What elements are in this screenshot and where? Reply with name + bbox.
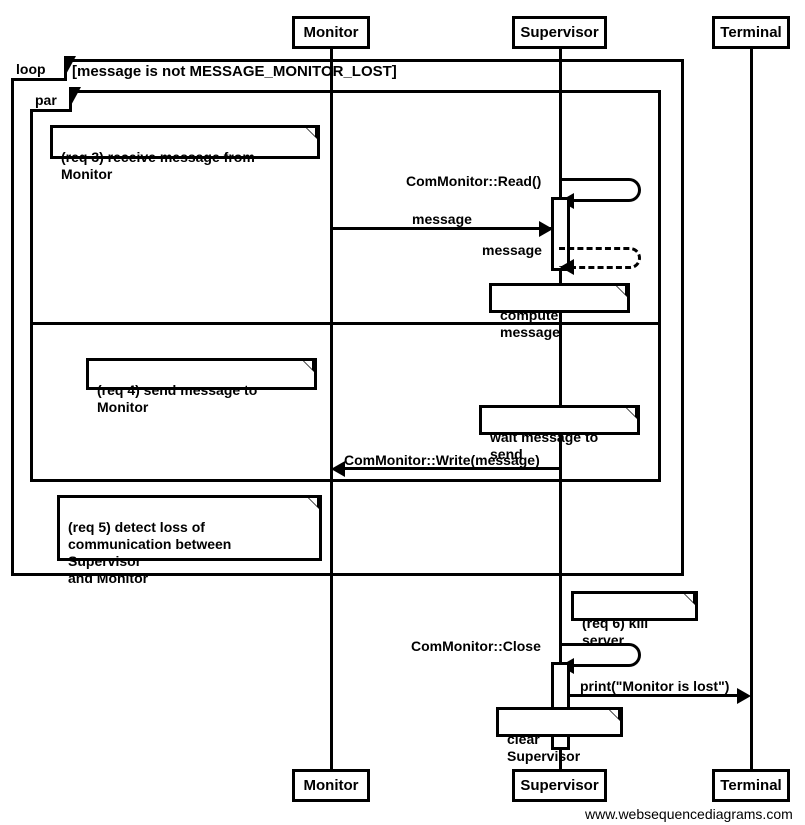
message-in-line	[331, 227, 553, 230]
note-fold-inner-icon	[685, 594, 693, 602]
arrow-head-print	[737, 688, 751, 704]
lifeline-monitor	[330, 48, 333, 770]
fragment-loop-tab: loop	[11, 56, 76, 81]
fragment-par	[30, 90, 661, 482]
fragment-par-operator-label: par	[35, 91, 57, 108]
arrow-head-message-return	[560, 259, 574, 275]
lifeline-terminal	[750, 48, 753, 770]
message-print-label: print("Monitor is lost")	[580, 678, 730, 694]
note-clear-supervisor: clear Supervisor	[496, 707, 623, 764]
selfcall-read	[559, 178, 641, 202]
note-compute-message: compute message	[489, 283, 630, 340]
note-fold-inner-icon	[304, 361, 312, 369]
actor-box-monitor-top[interactable]: Monitor	[292, 16, 370, 49]
actor-label-terminal: Terminal	[720, 24, 782, 41]
message-return-label: message	[482, 242, 542, 258]
actor-label-terminal: Terminal	[720, 777, 782, 794]
actor-label-monitor: Monitor	[303, 24, 359, 41]
actor-box-terminal-top[interactable]: Terminal	[712, 16, 790, 49]
note-wait-message: wait message to send	[479, 405, 640, 462]
note-req3-text: (req 3) receive message from Monitor	[61, 149, 255, 182]
note-clear-supervisor-text: clear Supervisor	[507, 731, 581, 764]
message-read-label: ComMonitor::Read()	[406, 173, 542, 189]
actor-label-supervisor: Supervisor	[520, 24, 599, 41]
fragment-loop-tab-cut	[63, 56, 72, 74]
actor-label-supervisor: Supervisor	[520, 777, 599, 794]
note-req6: (req 6) kill server	[571, 591, 698, 648]
selfcall-message-return	[559, 247, 641, 269]
watermark-credit: www.websequencediagrams.com	[585, 806, 793, 822]
note-fold-inner-icon	[617, 286, 625, 294]
note-compute-message-text: compute message	[500, 307, 560, 340]
note-fold-inner-icon	[309, 498, 317, 506]
message-write-label: ComMonitor::Write(message)	[344, 452, 540, 468]
note-req3: (req 3) receive message from Monitor	[50, 125, 320, 182]
actor-label-monitor: Monitor	[303, 777, 359, 794]
arrow-head-message-in	[539, 221, 553, 237]
actor-box-supervisor-bottom[interactable]: Supervisor	[512, 769, 607, 802]
arrow-head-message-write	[331, 461, 345, 477]
note-req4-text: (req 4) send message to Monitor	[97, 382, 258, 415]
actor-box-terminal-bottom[interactable]: Terminal	[712, 769, 790, 802]
note-wait-message-text: wait message to send	[490, 429, 599, 462]
actor-box-supervisor-top[interactable]: Supervisor	[512, 16, 607, 49]
message-close-label: ComMonitor::Close	[411, 638, 541, 654]
fragment-par-tab: par	[30, 87, 81, 112]
message-print-line	[570, 694, 737, 697]
fragment-loop	[11, 59, 684, 576]
note-req5: (req 5) detect loss of communication bet…	[57, 495, 322, 586]
note-req4: (req 4) send message to Monitor	[86, 358, 317, 415]
note-fold-inner-icon	[627, 408, 635, 416]
message-in-label: message	[412, 211, 472, 227]
fragment-loop-operator-label: loop	[16, 60, 46, 77]
fragment-par-divider	[30, 322, 661, 325]
actor-box-monitor-bottom[interactable]: Monitor	[292, 769, 370, 802]
note-fold-inner-icon	[307, 128, 315, 136]
note-fold-inner-icon	[610, 710, 618, 718]
selfcall-close	[559, 643, 641, 667]
message-write-line	[344, 467, 560, 470]
fragment-loop-condition: [message is not MESSAGE_MONITOR_LOST]	[72, 63, 397, 80]
note-req5-text: (req 5) detect loss of communication bet…	[68, 519, 232, 586]
fragment-par-tab-cut	[68, 87, 77, 105]
